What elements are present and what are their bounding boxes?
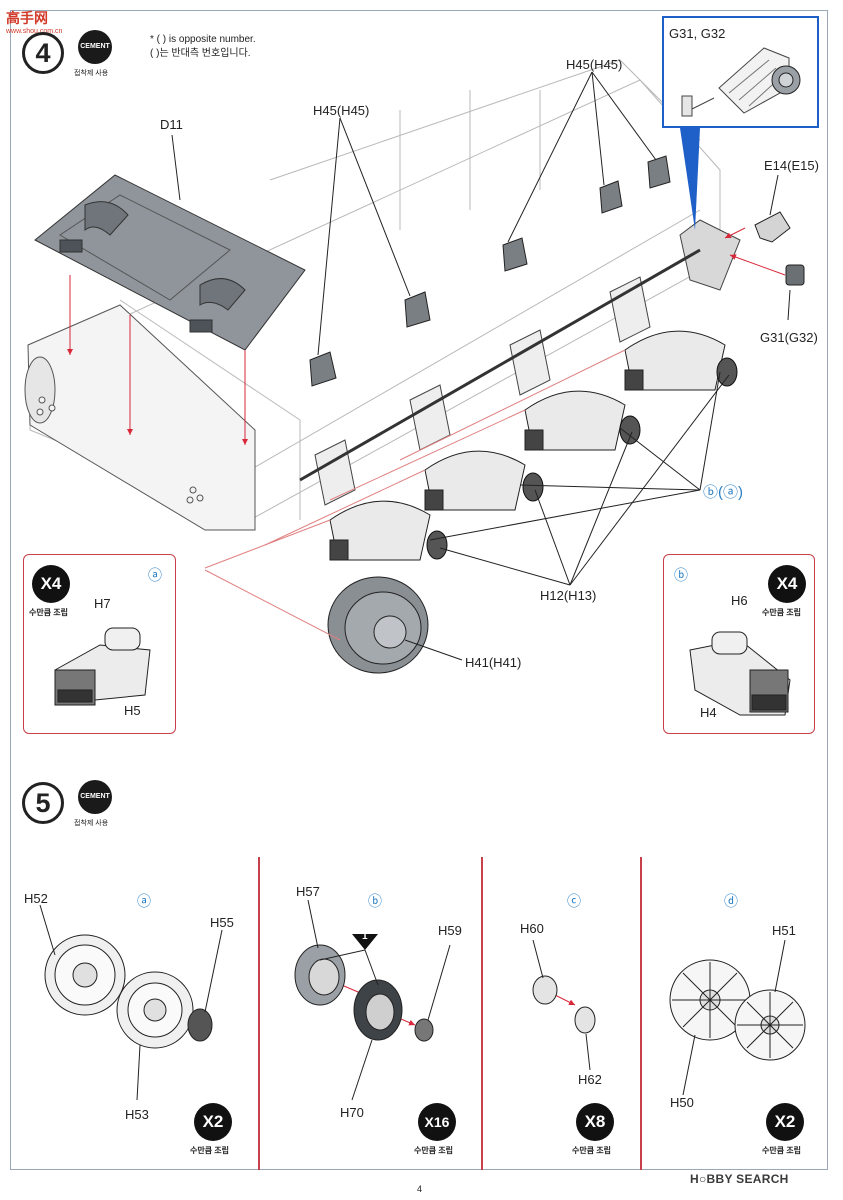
label-h51: H51: [772, 923, 796, 938]
cement-caption: 접착제 사용: [74, 70, 109, 77]
hub-h55: [187, 1008, 213, 1042]
marker-number: 1: [362, 931, 368, 942]
label-g31: G31(G32): [760, 330, 818, 345]
page-frame: [10, 10, 828, 1170]
badge-x4-a: X4: [32, 565, 70, 603]
step-4-number: 4: [22, 32, 64, 74]
badge-x4-b: X4: [768, 565, 806, 603]
watermark-site: www.shou.com.cn: [6, 28, 63, 35]
label-h12: H12(H13): [540, 588, 597, 603]
label-h59: H59: [438, 923, 462, 938]
e14-g31-parts: [754, 211, 805, 286]
label-h6: H6: [731, 593, 748, 608]
panel-a-letter: ⓐ: [137, 893, 151, 909]
bogie-assemblies: [329, 330, 726, 561]
sub-a-letter: ⓐ: [148, 567, 162, 583]
sub-assembly-a: X4 수만큼 조립 ⓐ H7 H5: [23, 554, 176, 734]
h12-wheels: [426, 357, 738, 560]
badge-caption-b: 수만큼 조립: [762, 608, 802, 617]
label-h52: H52: [24, 891, 48, 906]
label-b-a: ⓑ(ⓐ): [703, 484, 743, 501]
guide-arrows: [67, 227, 786, 641]
h45-brackets: [309, 155, 671, 387]
step-5-number: 5: [22, 782, 64, 824]
roller-h60-h62: [532, 975, 596, 1034]
panel-divider: [640, 857, 642, 1170]
panel-divider: [481, 857, 483, 1170]
sub-b-drawing: [689, 631, 791, 716]
leader-lines: [171, 71, 791, 661]
label-h4: H4: [700, 705, 717, 720]
label-d11: D11: [160, 117, 183, 132]
badge-x8-c: X8: [576, 1103, 614, 1141]
page-number: 4: [417, 1184, 423, 1194]
sub-b-letter: ⓑ: [674, 567, 688, 583]
hub-h59: [414, 1018, 434, 1042]
front-hull: [24, 304, 256, 531]
note-line-1: * ( ) is opposite number.: [150, 34, 256, 45]
inset-connector: [680, 128, 700, 230]
label-h5: H5: [124, 703, 141, 718]
inset-title: G31, G32: [669, 26, 726, 41]
label-h41: H41(H41): [465, 655, 522, 670]
panel-b-letter: ⓑ: [368, 893, 382, 909]
sprocket-h53: [116, 971, 194, 1049]
detail-inset: G31, G32: [662, 16, 819, 128]
sub-a-drawing: [54, 627, 151, 706]
footer-logo: H○BBY SEARCH: [690, 1172, 789, 1186]
badge-caption-a: 수만큼 조립: [29, 608, 69, 617]
label-h62: H62: [578, 1072, 602, 1087]
label-e14: E14(E15): [764, 158, 819, 173]
badge-x2-d: X2: [766, 1103, 804, 1141]
sub-assembly-b: ⓑ X4 수만큼 조립 H6 H4: [663, 554, 815, 734]
return-rail: [299, 248, 701, 482]
badge-caption-5a: 수만큼 조립: [190, 1146, 230, 1155]
label-h45-left: H45(H45): [313, 103, 370, 118]
label-h45-right: H45(H45): [566, 57, 623, 72]
panel-d-letter: ⓓ: [724, 893, 738, 909]
watermark-logo: 高手网: [6, 10, 48, 26]
badge-x16-b: X16: [418, 1103, 456, 1141]
note-line-2: ( )는 반대측 번호입니다.: [150, 48, 251, 59]
idler-h50: [669, 959, 751, 1041]
label-h60: H60: [520, 921, 544, 936]
label-h53: H53: [125, 1107, 149, 1122]
wheel-h70: [353, 979, 403, 1041]
label-h57: H57: [296, 884, 320, 899]
label-h7: H7: [94, 596, 111, 611]
cement-icon-step5: CEMENT: [78, 780, 112, 814]
marker-triangle: [352, 934, 378, 950]
inset-drawing: [681, 47, 801, 117]
badge-x2-a: X2: [194, 1103, 232, 1141]
idler-h51: [734, 989, 806, 1061]
badge-caption-5b: 수만큼 조립: [414, 1146, 454, 1155]
label-h50: H50: [670, 1095, 694, 1110]
panel-c-letter: ⓒ: [567, 893, 581, 909]
badge-caption-5d: 수만큼 조립: [762, 1146, 802, 1155]
deck-plate-d11: [34, 174, 306, 351]
wheel-h57: [294, 944, 346, 1006]
label-h55: H55: [210, 915, 234, 930]
h41-wheel: [327, 576, 429, 674]
cement-icon: CEMENT: [78, 30, 112, 64]
panel-divider: [258, 857, 260, 1170]
cement-caption-step5: 접착제 사용: [74, 820, 109, 827]
label-h70: H70: [340, 1105, 364, 1120]
step5-leaders: [39, 899, 786, 1101]
badge-caption-5c: 수만큼 조립: [572, 1146, 612, 1155]
sprocket-h52: [44, 934, 126, 1016]
